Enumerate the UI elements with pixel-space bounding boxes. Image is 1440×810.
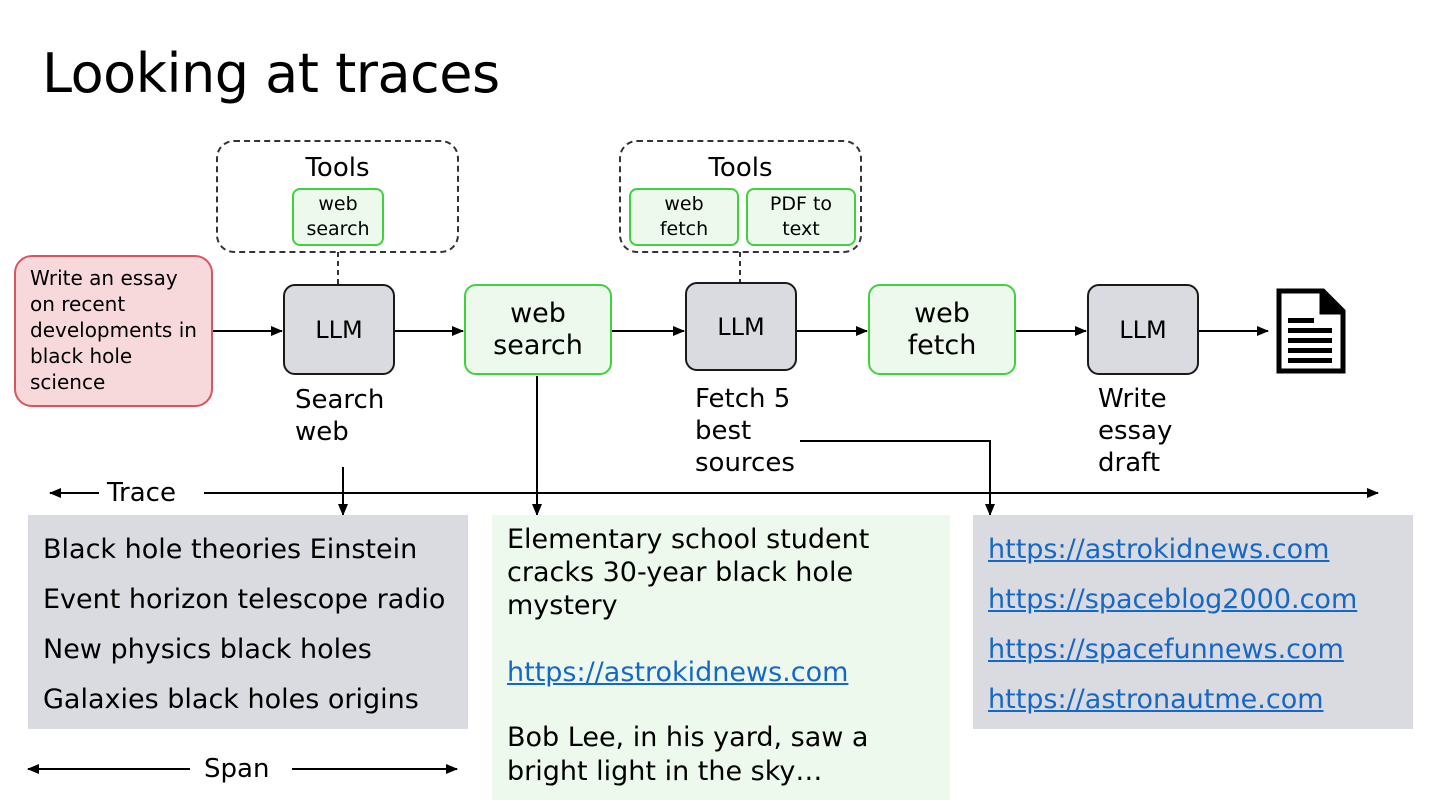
queries-list: Black hole theories Einstein Event horiz… bbox=[43, 525, 468, 725]
query-item: Black hole theories Einstein bbox=[43, 534, 418, 565]
result-headline: Elementary school student cracks 30-year… bbox=[507, 524, 870, 621]
user-prompt: Write an essay on recent developments in… bbox=[14, 255, 213, 407]
caption-llm-3: Write essay draft bbox=[1098, 384, 1173, 478]
trace-axis-label: Trace bbox=[99, 477, 184, 509]
sources-list: https://astrokidnews.com https://spacebl… bbox=[988, 525, 1413, 725]
document-icon bbox=[1276, 288, 1346, 374]
llm-node-1: LLM bbox=[283, 284, 395, 375]
web-fetch-node: web fetch bbox=[868, 284, 1016, 375]
tools-group-2: Tools web fetch PDF to text bbox=[619, 140, 862, 253]
source-link[interactable]: https://spaceblog2000.com bbox=[988, 584, 1358, 615]
search-result-panel: Elementary school student cracks 30-year… bbox=[492, 515, 950, 800]
caption-llm-1: Search web bbox=[295, 385, 385, 447]
caption-llm-2: Fetch 5 best sources bbox=[695, 384, 795, 478]
page-title: Looking at traces bbox=[42, 42, 500, 105]
tools-group-title: Tools bbox=[305, 153, 370, 183]
query-item: New physics black holes bbox=[43, 634, 372, 665]
query-item: Event horizon telescope radio bbox=[43, 584, 446, 615]
source-link[interactable]: https://astrokidnews.com bbox=[988, 534, 1330, 565]
llm-node-3: LLM bbox=[1087, 284, 1199, 375]
span-axis-label: Span bbox=[196, 753, 278, 785]
web-search-node: web search bbox=[464, 284, 612, 375]
tool-pdf-to-text: PDF to text bbox=[746, 188, 856, 246]
source-link[interactable]: https://astronautme.com bbox=[988, 684, 1324, 715]
tool-web-search: web search bbox=[292, 188, 384, 246]
user-prompt-text: Write an essay on recent developments in… bbox=[30, 266, 197, 394]
llm-node-2: LLM bbox=[685, 282, 797, 371]
query-item: Galaxies black holes origins bbox=[43, 684, 419, 715]
source-link[interactable]: https://spacefunnews.com bbox=[988, 634, 1344, 665]
result-link[interactable]: https://astrokidnews.com bbox=[507, 657, 849, 688]
result-snippet: Bob Lee, in his yard, saw a bright light… bbox=[507, 722, 869, 787]
queries-panel: Black hole theories Einstein Event horiz… bbox=[28, 515, 468, 729]
pointer-sources bbox=[800, 440, 995, 516]
sources-panel: https://astrokidnews.com https://spacebl… bbox=[973, 515, 1413, 729]
tools-group-title: Tools bbox=[708, 153, 773, 183]
tool-web-fetch: web fetch bbox=[629, 188, 739, 246]
tools-group-1: Tools web search bbox=[216, 140, 459, 253]
